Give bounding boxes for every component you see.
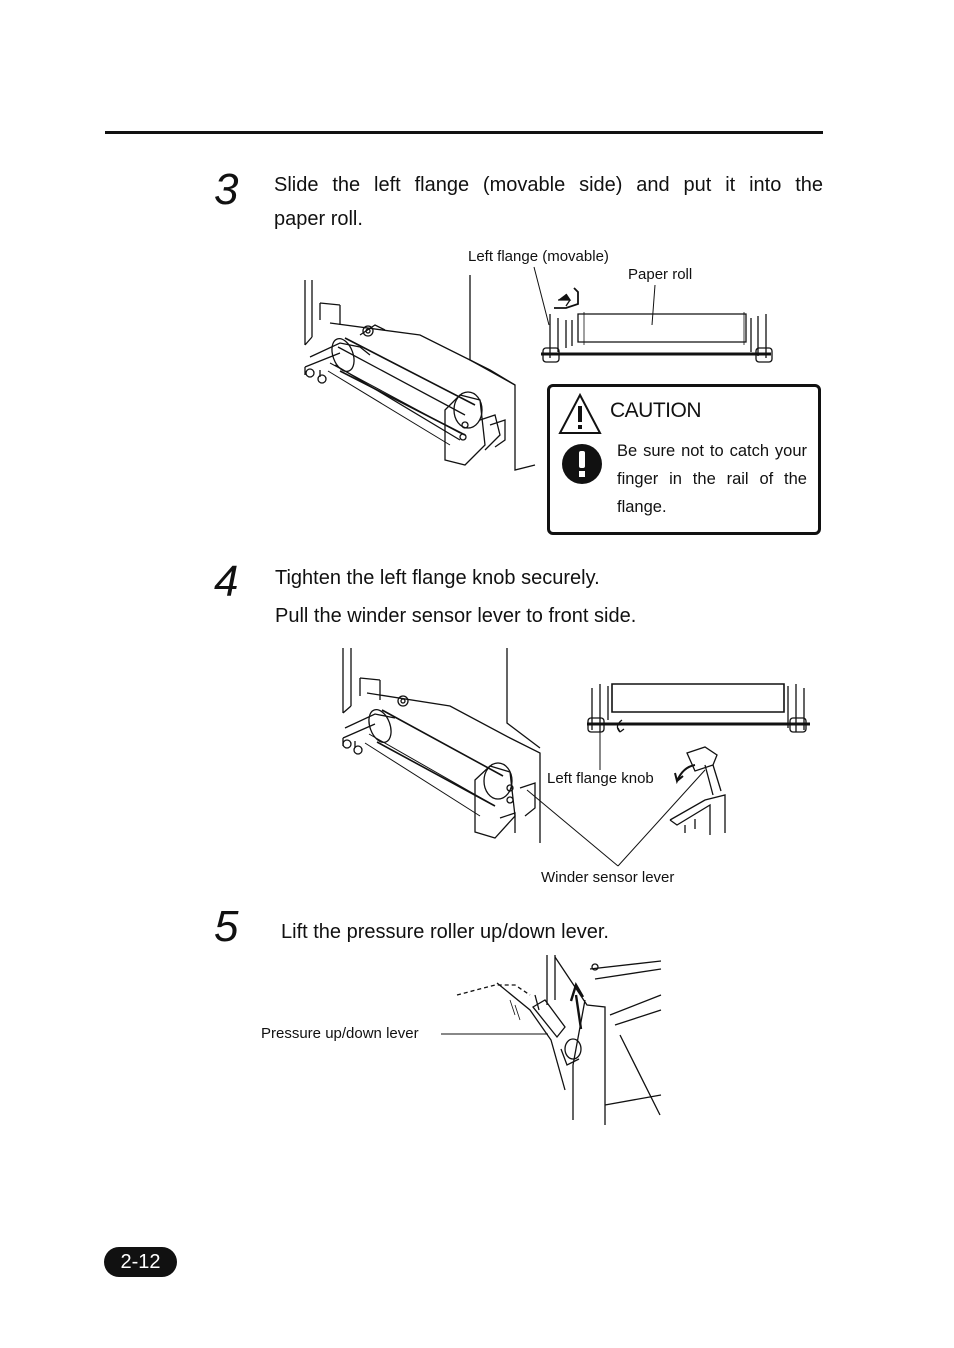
sensor-lever-detail [665,745,735,840]
winder-sensor-illustration [335,648,550,848]
winder-unit-illustration [300,275,540,475]
figure3-leader-line [0,0,954,1100]
label-left-flange-movable: Left flange (movable) [468,248,609,265]
step-3-number: 3 [214,165,239,214]
warning-triangle-icon [558,393,602,434]
figure1-leader-lines [0,0,954,600]
pressure-lever-illustration [455,955,665,1125]
step-5-text: Lift the pressure roller up/down lever. [281,921,609,943]
step-3-text-line2: paper roll. [274,208,363,230]
step-4-text-line2: Pull the winder sensor lever to front si… [275,605,637,627]
label-pressure-updown-lever: Pressure up/down lever [261,1025,419,1042]
mandatory-exclamation-icon [562,444,602,484]
label-left-flange-knob: Left flange knob [547,770,654,787]
caution-title: CAUTION [610,399,702,422]
page-number-badge: 2-12 [104,1247,177,1277]
label-winder-sensor-lever: Winder sensor lever [541,869,675,886]
label-paper-roll: Paper roll [628,266,693,283]
flange-diagram [536,290,776,370]
step-4-text-line1: Tighten the left flange knob securely. [275,567,600,589]
caution-box: CAUTION Be sure not to catch your finger… [547,384,821,535]
caution-text: Be sure not to catch your finger in the … [617,442,807,516]
step-4-number: 4 [214,557,239,606]
header-rule [105,131,823,134]
flange-knob-diagram [584,680,814,740]
figure2-leader-lines [0,0,954,900]
step-5-number: 5 [214,902,239,951]
step-3-text-line1: Slide the left flange (movable side) and… [274,174,823,196]
